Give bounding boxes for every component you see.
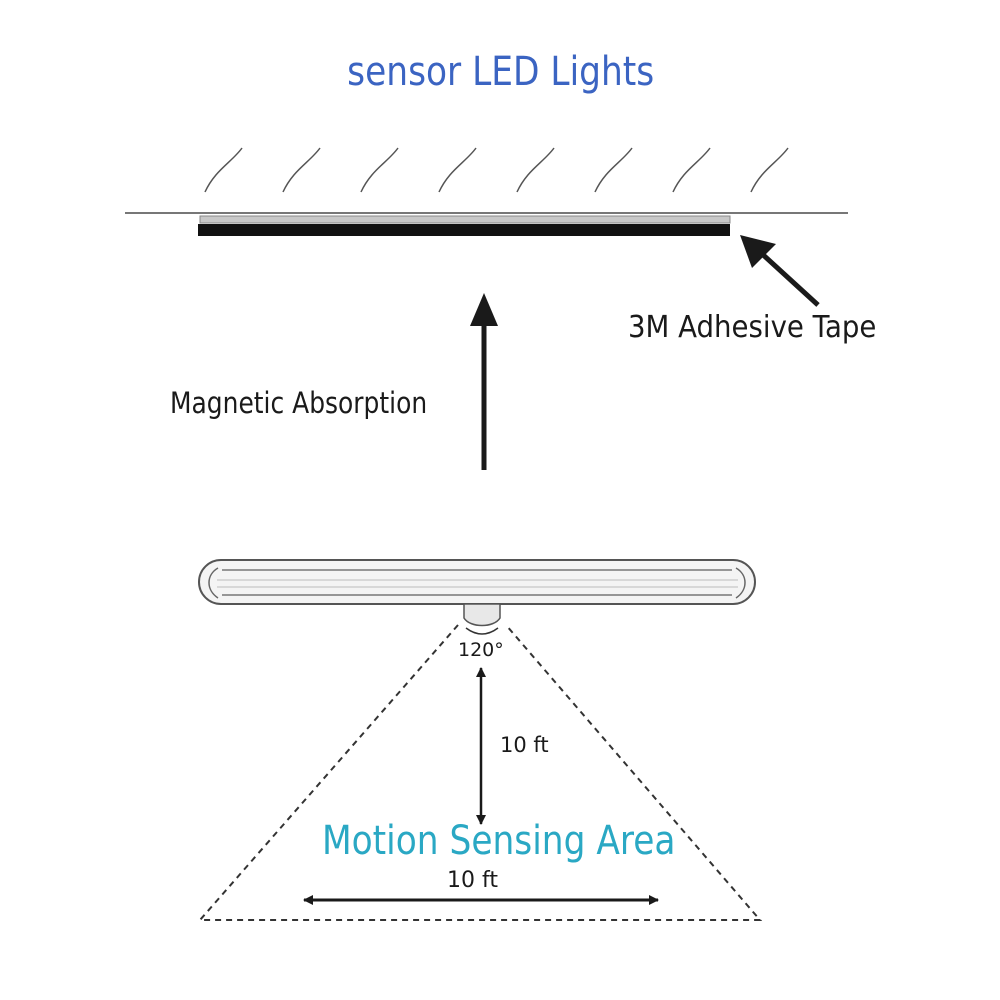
- tape-pointer-arrow: [740, 235, 820, 307]
- magnetic-arrow: [470, 293, 498, 470]
- height-distance-label: 10 ft: [500, 733, 549, 757]
- ceiling-hatch: [204, 147, 789, 193]
- mounting-plate: [198, 224, 730, 236]
- diagram-title: sensor LED Lights: [347, 49, 655, 95]
- adhesive-tape-strip: [199, 215, 731, 224]
- motion-sensor: [463, 603, 501, 627]
- sensing-cone: [197, 624, 763, 921]
- angle-label: 120°: [458, 639, 504, 661]
- light-bar: [198, 559, 756, 605]
- motion-sensing-area-label: Motion Sensing Area: [321, 818, 676, 864]
- width-distance-label: 10 ft: [447, 868, 498, 893]
- adhesive-tape-label: 3M Adhesive Tape: [628, 310, 877, 345]
- magnetic-absorption-label: Magnetic Absorption: [170, 386, 428, 420]
- angle-arc: [465, 627, 499, 635]
